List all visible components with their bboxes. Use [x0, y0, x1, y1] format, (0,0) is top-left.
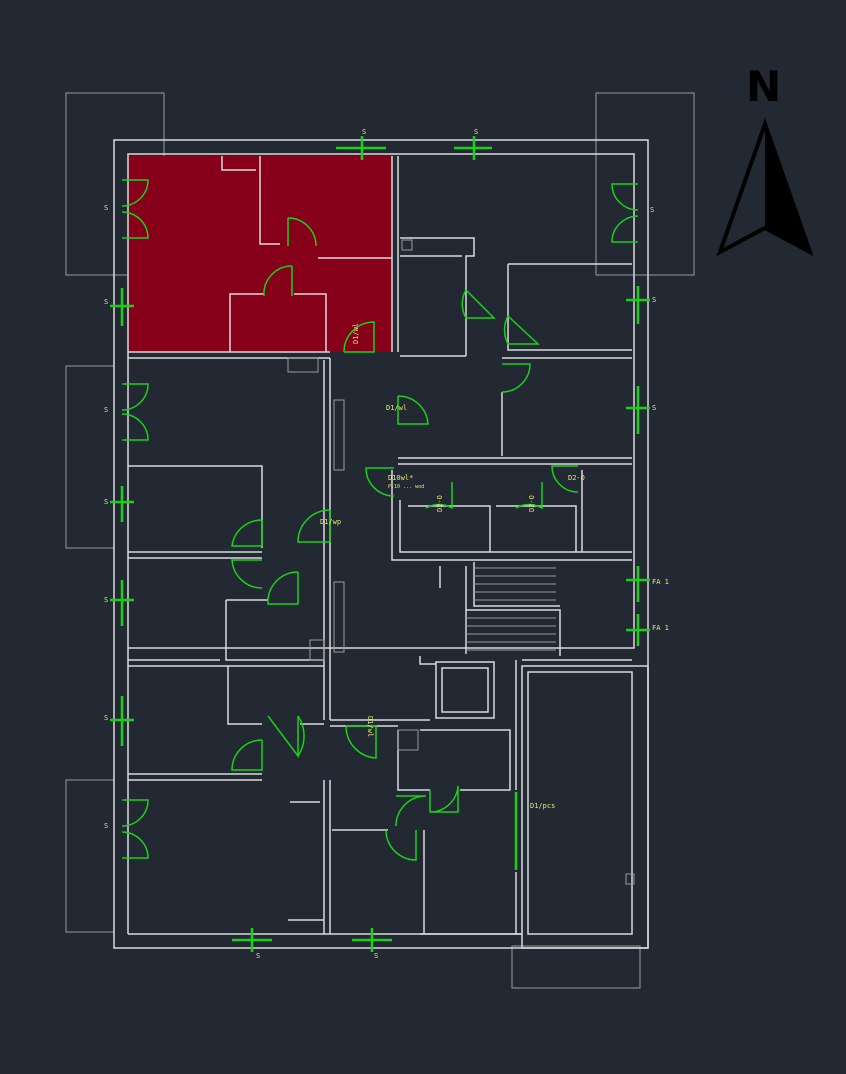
door-label: D2-O: [528, 495, 536, 512]
exterior-walls: [113, 139, 649, 949]
door-label: D1/pcs: [530, 802, 555, 810]
window-label: FA 1: [652, 624, 669, 632]
north-arrow-icon: [716, 117, 814, 257]
door-label: D2-O: [436, 495, 444, 512]
door-label: D1/wp: [320, 518, 341, 526]
door-label: D1/wl: [386, 404, 407, 412]
window-label: S: [104, 406, 108, 414]
windows: [110, 136, 650, 952]
window-label: S: [104, 822, 108, 830]
door-label: D2-O: [568, 474, 585, 482]
door-label: P.10 ... wod: [388, 484, 424, 490]
door-label: D10wl*: [388, 474, 413, 482]
doors[interactable]: [121, 179, 639, 861]
window-label: FA 1: [652, 578, 669, 586]
highlighted-unit[interactable]: [128, 156, 392, 352]
window-label: S: [362, 128, 366, 136]
stair-treads: [466, 567, 556, 651]
fixtures: [287, 239, 635, 885]
window-label: S: [104, 204, 108, 212]
window-label: S: [256, 952, 260, 960]
window-label: S: [104, 714, 108, 722]
window-label: S: [474, 128, 478, 136]
window-label: S: [104, 298, 108, 306]
north-letter: N: [746, 62, 782, 111]
window-label: S: [104, 498, 108, 506]
window-label: S: [652, 404, 656, 412]
door-label: D1/wl: [366, 716, 374, 737]
plan-labels: S S S S S S S S S S S S S S FA 1 FA 1 D1…: [104, 128, 669, 960]
window-label: S: [104, 596, 108, 604]
window-label: S: [652, 296, 656, 304]
window-label: S: [374, 952, 378, 960]
door-label: D1/wl: [352, 323, 360, 344]
window-label: S: [650, 206, 654, 214]
